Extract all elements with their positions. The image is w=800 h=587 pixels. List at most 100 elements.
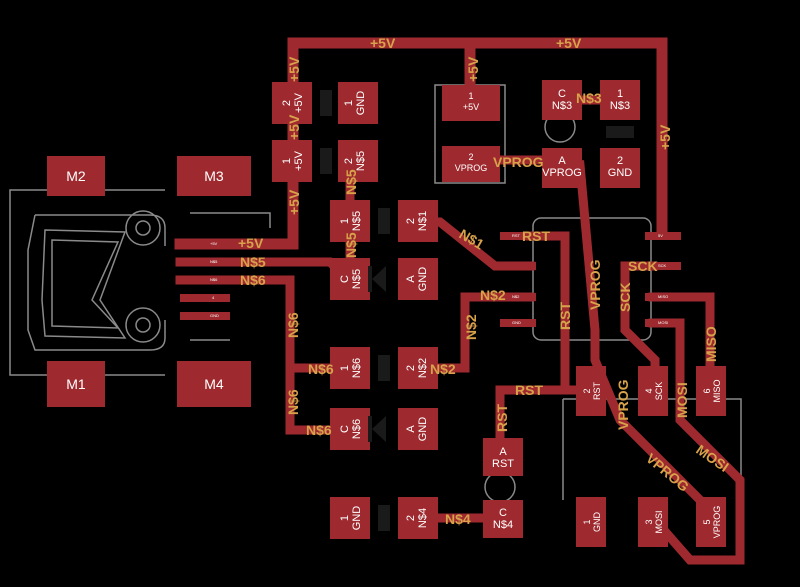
svg-text:2: 2 [582,388,592,393]
net-label-n6: N$6 [240,272,266,288]
svg-text:1: 1 [281,158,293,164]
ic-pin-sck: SCK [658,263,667,268]
resistor-n5-n1: 1 N$5 2 N$1 [330,200,438,242]
net-label-sck: SCK [628,258,658,274]
svg-text:1: 1 [468,91,473,101]
usb-pad-m3 [177,156,251,196]
usb-pad-m2 [47,156,105,196]
net-label-n3: N$3 [576,90,602,106]
svg-text:N$5: N$5 [355,151,367,171]
usb-pads: M2 M3 M1 M4 +5V N$5 N$6 4 GND [47,156,251,407]
svg-text:GND: GND [351,506,363,531]
isp-header: 2 RST 4 SCK 6 MISO 1 GND 3 MOSI 5 VPROG [576,366,726,547]
usb-pin-4: 4 [212,295,215,300]
diode-d1: C N$5 A GND [330,258,438,300]
svg-text:GND: GND [592,512,602,533]
net-label-vcc: +5V [556,35,582,51]
ic-pads: RST N$2 GND 5V SCK MISO MOSI [500,232,681,327]
svg-text:C: C [339,275,351,283]
svg-text:4: 4 [644,388,654,393]
svg-text:+5V: +5V [293,150,305,171]
svg-text:1: 1 [617,88,623,100]
svg-text:2: 2 [281,100,293,106]
net-label-n2: N$2 [430,361,456,377]
svg-text:RST: RST [592,381,602,400]
svg-text:N$5: N$5 [351,269,363,289]
led-top-right: C N$3 A VPROG [542,80,582,188]
svg-text:A: A [405,425,417,433]
svg-text:N$5: N$5 [351,211,363,231]
svg-text:GND: GND [355,91,367,116]
svg-text:6: 6 [702,388,712,393]
net-label-rst: RST [494,404,510,432]
svg-text:RST: RST [492,458,514,470]
net-label-vcc: +5V [286,189,302,215]
svg-text:1: 1 [339,218,351,224]
net-label-n6: N$6 [308,361,334,377]
net-label-mosi: MOSI [674,382,690,418]
net-label-sck: SCK [617,282,633,312]
net-label-vprog: VPROG [615,379,631,430]
svg-text:A: A [558,155,566,167]
svg-text:VPROG: VPROG [455,163,488,173]
svg-text:1: 1 [582,519,592,524]
net-label-miso: MISO [703,326,719,362]
svg-text:MOSI: MOSI [654,510,664,533]
usb-pin-2: N$5 [210,259,218,264]
svg-text:N$3: N$3 [610,100,630,112]
svg-text:A: A [499,446,507,458]
svg-text:2: 2 [405,365,417,371]
svg-text:2: 2 [343,158,355,164]
led-bottom: A RST C N$4 [483,438,523,538]
net-label-n2: N$2 [463,314,479,340]
usb-pin-5: GND [210,313,219,318]
svg-text:N$2: N$2 [417,358,429,378]
resistor-r1: 2 +5V 1 GND [272,82,378,124]
svg-text:C: C [558,88,566,100]
svg-text:+5V: +5V [293,92,305,113]
net-label-n5: N$5 [240,254,266,270]
svg-text:2: 2 [405,515,417,521]
svg-text:+5V: +5V [463,102,479,112]
ic-pin-miso: MISO [658,294,668,299]
svg-text:1: 1 [339,515,351,521]
svg-text:3: 3 [644,519,654,524]
net-label-n6: N$6 [285,389,301,415]
svg-text:GND: GND [417,267,429,292]
net-label-vcc: +5V [286,114,302,140]
usb-label-m4: M4 [204,376,224,392]
net-label-rst: RST [557,302,573,330]
resistor-top-right: 1 N$3 2 GND [600,80,640,188]
svg-text:N$3: N$3 [552,100,572,112]
svg-text:N$6: N$6 [351,419,363,439]
ic-pin-n2: N$2 [512,294,520,299]
svg-text:N$1: N$1 [417,211,429,231]
net-label-n5: N$5 [343,232,359,258]
svg-text:GND: GND [608,167,633,179]
svg-text:A: A [405,275,417,283]
svg-text:N$6: N$6 [351,358,363,378]
net-label-vprog: VPROG [587,259,603,310]
usb-label-m2: M2 [66,168,86,184]
svg-text:1: 1 [339,365,351,371]
resistor-gnd-n4: 1 GND 2 N$4 [330,497,438,539]
net-label-vcc: +5V [238,235,264,251]
svg-text:VPROG: VPROG [542,167,582,179]
net-label-n2: N$2 [480,287,506,303]
net-label-vcc: +5V [370,35,396,51]
svg-text:N$4: N$4 [417,508,429,528]
svg-text:C: C [499,507,507,519]
net-label-rst: RST [515,382,543,398]
svg-text:1: 1 [343,100,355,106]
resistor-n6-n2: 1 N$6 2 N$2 [330,347,438,389]
net-label-vprog: VPROG [643,450,692,495]
usb-label-m3: M3 [204,168,224,184]
resistor-r2: 1 +5V 2 N$5 [272,140,378,182]
net-label-rst: RST [522,228,550,244]
net-label-vcc: +5V [657,124,673,150]
svg-text:GND: GND [417,417,429,442]
net-label-vcc: +5V [465,56,481,82]
ic-pin-mosi: MOSI [658,320,668,325]
svg-text:2: 2 [405,218,417,224]
